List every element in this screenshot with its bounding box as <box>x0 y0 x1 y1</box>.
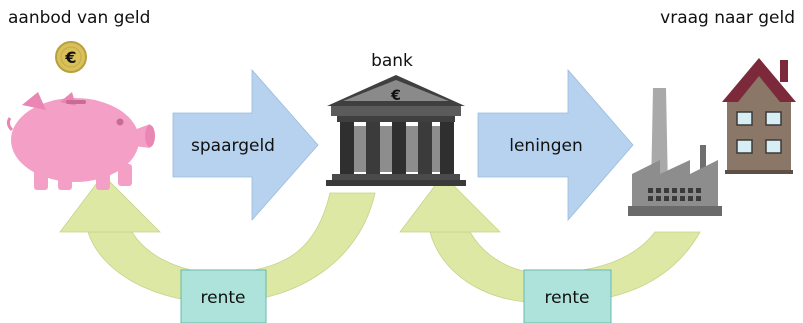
loans-arrow <box>477 68 634 222</box>
interest-box-left: rente <box>180 269 267 323</box>
bank-label: bank <box>371 51 413 71</box>
interest-box-right: rente <box>523 269 612 323</box>
savings-label: spaargeld <box>191 136 275 156</box>
factory-icon <box>628 88 722 216</box>
savings-arrow <box>172 68 319 222</box>
demand-label: vraag naar geld <box>660 8 795 28</box>
interest-label-left: rente <box>201 288 246 308</box>
left-interest-arrow <box>59 174 376 304</box>
coin-symbol: € <box>64 48 76 67</box>
bank-building-icon: € <box>326 75 466 186</box>
piggy-bank-icon <box>6 92 155 190</box>
right-interest-arrow <box>399 174 701 304</box>
euro-coin-icon: € <box>55 41 87 73</box>
house-icon <box>722 58 796 174</box>
interest-label-right: rente <box>545 288 590 308</box>
supply-label: aanbod van geld <box>8 8 150 28</box>
loans-label: leningen <box>509 136 582 156</box>
bank-euro-symbol: € <box>390 88 401 104</box>
